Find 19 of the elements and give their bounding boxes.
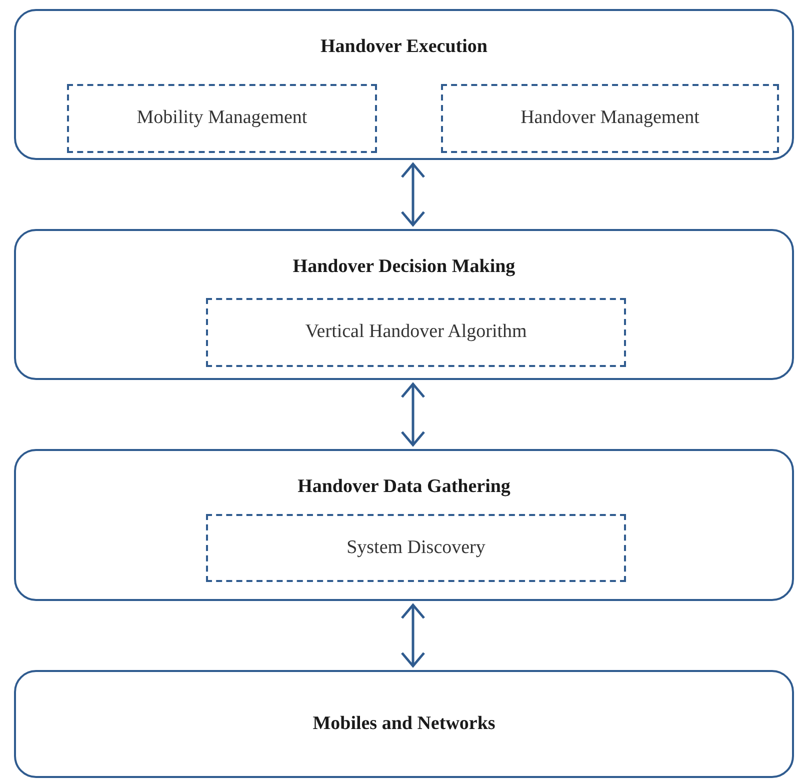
component-label: System Discovery [346,536,486,560]
layer-title: Handover Data Gathering [298,475,510,499]
double-arrow [400,604,426,668]
component-label: Mobility Management [136,106,308,130]
component-label: Handover Management [520,106,700,130]
layer-box [14,449,794,601]
component-box [67,84,377,153]
component-box [206,298,626,367]
layer-title: Mobiles and Networks [312,712,496,736]
component-label: Vertical Handover Algorithm [305,320,527,344]
layer-box [14,9,794,160]
component-box [441,84,779,153]
double-arrow [400,382,426,446]
layer-title: Handover Execution [320,35,488,59]
layer-title: Handover Decision Making [292,255,516,279]
layer-box [14,670,794,778]
double-arrow [400,162,426,226]
component-box [206,514,626,582]
layer-box [14,229,794,380]
